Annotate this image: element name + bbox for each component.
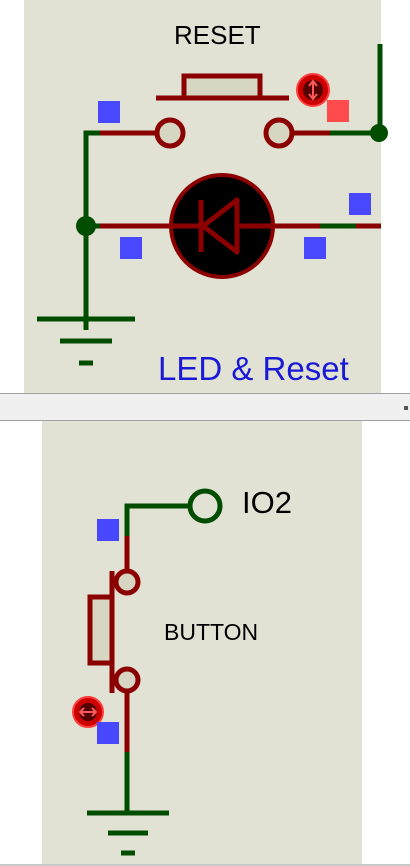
ground-icon [37,316,135,366]
push-button-icon[interactable] [154,73,295,149]
up-down-arrow-icon[interactable] [296,73,330,107]
button-circuit [72,488,223,856]
left-right-arrow-icon[interactable] [72,696,104,728]
schematic-top-panel: RESET LED & Reset [0,0,410,393]
push-button-icon[interactable] [87,568,141,694]
reset-label: RESET [174,20,261,50]
button-label: BUTTON [164,619,259,645]
ground-icon [87,810,169,856]
section-title: LED & Reset [158,350,349,387]
pin-marker [97,722,119,744]
pin-marker [304,237,326,259]
splitter-grip[interactable] [404,406,408,410]
probe-marker [327,100,349,122]
pin-marker [349,193,371,215]
junction-dot [370,124,388,142]
terminal-label: IO2 [242,485,292,520]
pin-marker [97,519,119,541]
pin-marker [98,101,120,123]
schematic-bottom-panel: IO2 BUTTON [0,421,410,866]
pin-marker [120,237,142,259]
terminal-icon[interactable] [187,488,223,524]
ground-wire [124,503,188,536]
junction-dot [76,216,96,236]
led-diode-icon[interactable] [169,173,275,279]
panel-edge [0,864,410,866]
pane-splitter[interactable] [0,393,410,421]
led-reset-circuit [37,44,388,366]
